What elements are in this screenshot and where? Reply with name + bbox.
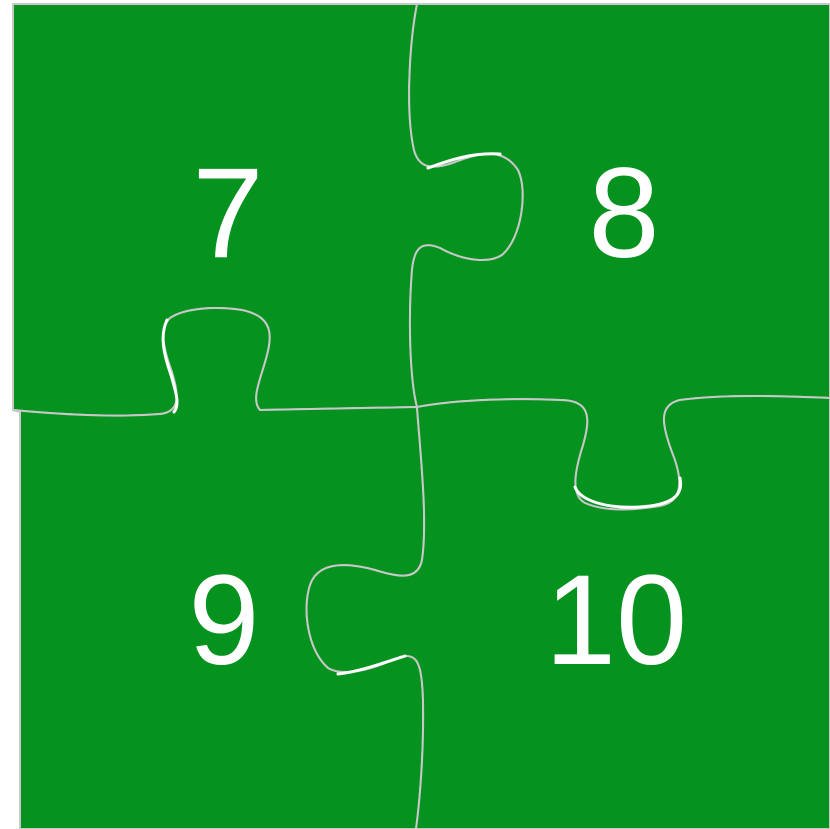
piece-number-10: 10 xyxy=(545,549,687,692)
piece-number-8: 8 xyxy=(588,142,659,285)
piece-number-9: 9 xyxy=(188,549,259,692)
piece-number-7: 7 xyxy=(192,142,263,285)
